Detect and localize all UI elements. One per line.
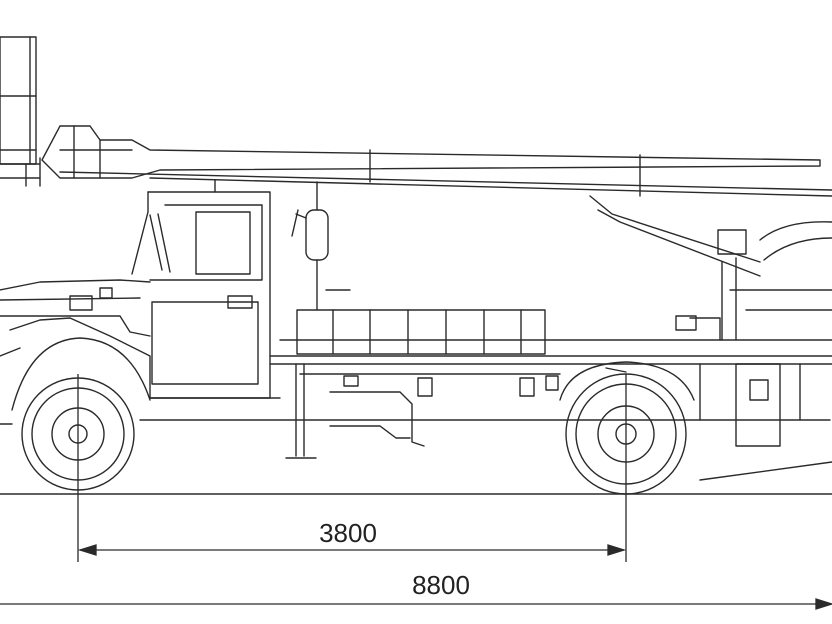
side-box — [296, 309, 546, 355]
hydraulic-tank — [291, 181, 351, 311]
wheelbase-label: 3800 — [319, 518, 377, 548]
rear-wheel — [559, 361, 695, 495]
boom-turntable — [589, 195, 832, 341]
outrigger-front — [285, 363, 317, 459]
truck-cab — [0, 179, 271, 399]
boom-arm — [41, 125, 832, 197]
rear-outrigger — [699, 363, 801, 447]
front-wheel — [0, 337, 151, 491]
wheelbase-dimension-line — [77, 374, 627, 562]
platform-basket — [0, 36, 41, 187]
overall-length-label: 8800 — [412, 570, 470, 600]
chassis-frame — [139, 339, 832, 421]
undercarriage-pipes — [329, 375, 559, 447]
overall-length-dimension-line — [0, 598, 832, 610]
ground-line — [0, 461, 832, 495]
